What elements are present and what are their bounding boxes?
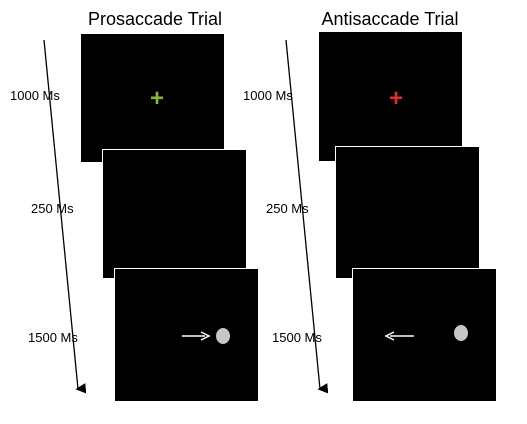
antisaccade-duration-3: 1500 Ms: [272, 330, 322, 345]
prosaccade-blank-screen: [102, 149, 247, 279]
prosaccade-target-screen: [114, 268, 259, 402]
antisaccade-duration-2: 250 Ms: [266, 201, 309, 216]
prosaccade-duration-3: 1500 Ms: [28, 330, 78, 345]
antisaccade-title: Antisaccade Trial: [321, 9, 459, 29]
prosaccade-title: Prosaccade Trial: [87, 9, 223, 29]
fixation-cross-icon: +: [388, 85, 403, 112]
antisaccade-fixation-screen: +: [318, 31, 463, 162]
prosaccade-duration-2: 250 Ms: [31, 201, 74, 216]
antisaccade-duration-1: 1000 Ms: [243, 88, 293, 103]
arrow-left-icon: [384, 331, 414, 341]
arrow-right-icon: [182, 331, 211, 341]
fixation-cross-icon: +: [149, 85, 164, 112]
antisaccade-blank-screen: [335, 146, 480, 279]
prosaccade-fixation-screen: +: [80, 33, 225, 163]
antisaccade-target-screen: [352, 268, 497, 402]
antisaccade-time-arrow: [285, 39, 329, 394]
prosaccade-time-arrow: [43, 39, 87, 394]
target-circle-icon: [454, 325, 468, 341]
target-circle-icon: [216, 328, 230, 344]
prosaccade-duration-1: 1000 Ms: [10, 88, 60, 103]
